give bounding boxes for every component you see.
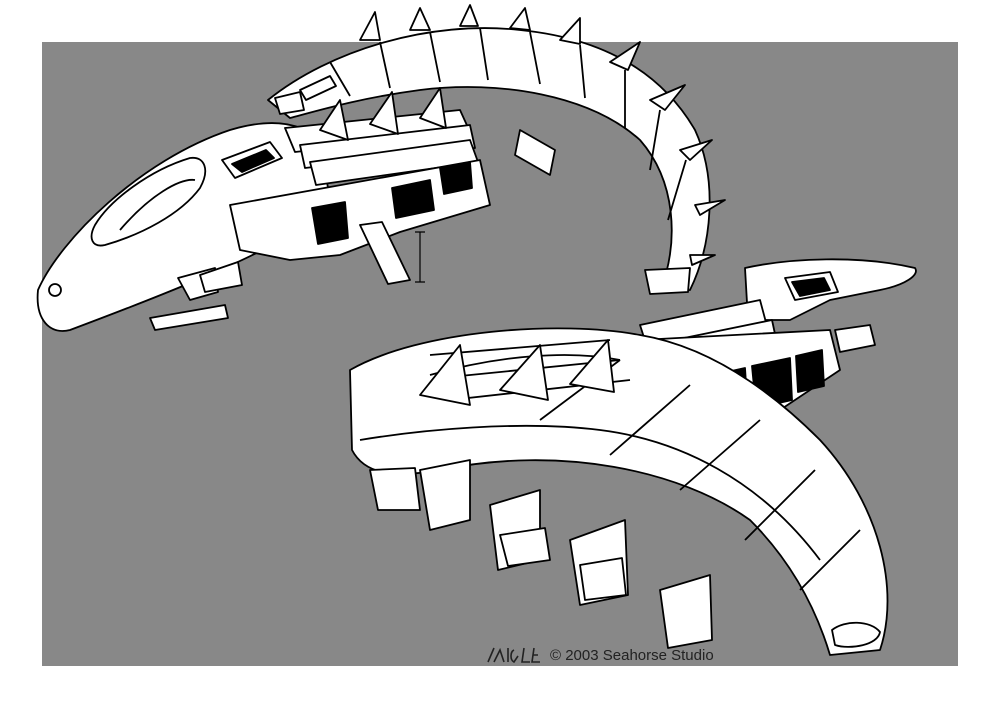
ship-lower xyxy=(349,258,917,656)
copyright-text: © 2003 Seahorse Studio xyxy=(550,646,714,664)
credit-line: © 2003 Seahorse Studio xyxy=(484,644,714,666)
signature-mark xyxy=(487,647,540,664)
ship-upper xyxy=(36,4,726,332)
